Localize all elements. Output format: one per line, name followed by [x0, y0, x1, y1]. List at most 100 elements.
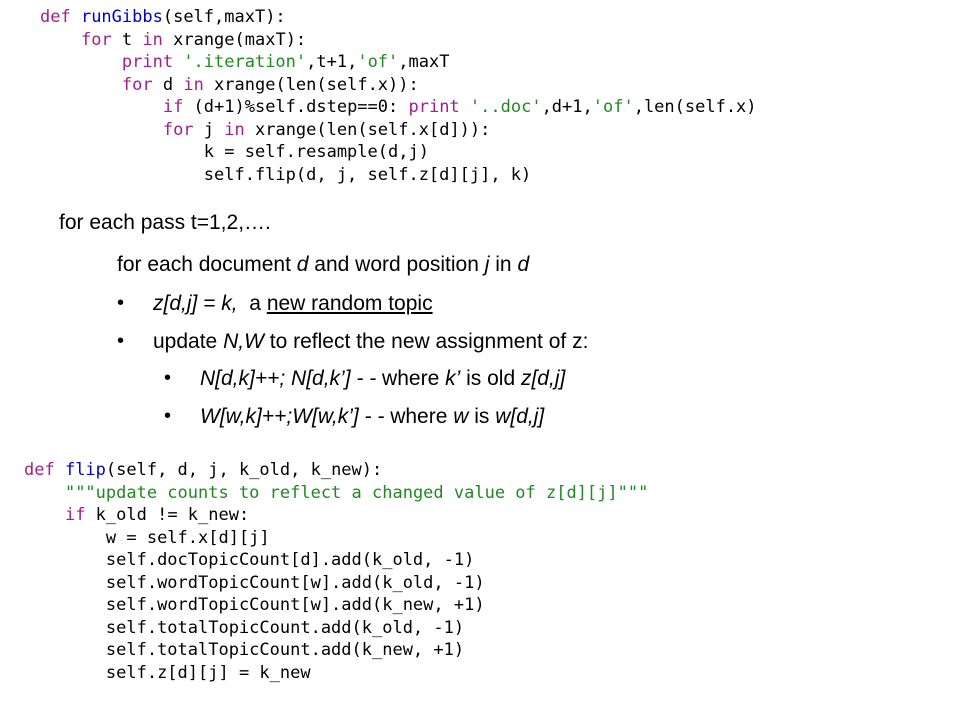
code-keyword: in — [142, 29, 174, 50]
text-segment: update — [153, 330, 224, 353]
code-text: (self,maxT): — [162, 7, 286, 27]
code-indent — [40, 120, 163, 140]
text-segment: is — [468, 405, 496, 428]
sub-bullet-n-update: N[d,k]++; N[d,k’] - - where k’ is old z[… — [200, 368, 565, 389]
bullet-icon: • — [117, 292, 125, 314]
code-text: self.z[d][j] = k_new — [105, 662, 311, 683]
code-text: ,maxT — [398, 52, 450, 72]
code-text: k = self.resample(d,j) — [203, 142, 429, 162]
code-line: self.docTopicCount[d].add(k_old, -1) — [24, 549, 648, 572]
code-indent — [40, 165, 204, 185]
code-keyword: def — [40, 7, 81, 27]
code-text: ,d+1, — [541, 97, 593, 117]
code-function-name: flip — [64, 460, 106, 480]
text-segment: W[w,k]++;W[w,k’] - - — [200, 405, 385, 428]
code-keyword: in — [224, 119, 255, 140]
text-segment: N,W — [223, 330, 264, 353]
text-segment: j — [484, 253, 490, 276]
text-segment: where — [384, 405, 454, 428]
bullet-update-counts: update N,W to reflect the new assignment… — [153, 331, 588, 352]
code-keyword: if — [64, 505, 96, 525]
text-segment: for each document — [117, 253, 297, 276]
code-indent — [24, 640, 106, 660]
text-segment: z[d,j] — [520, 367, 566, 390]
code-line: for t in xrange(maxT): — [40, 29, 757, 52]
code-line: self.flip(d, j, self.z[d][j], k) — [40, 164, 757, 187]
code-indent — [40, 142, 204, 162]
code-line: print '.iteration',t+1,'of',maxT — [40, 51, 757, 74]
code-text: (self, d, j, k_old, k_new): — [105, 460, 383, 480]
code-line: def runGibbs(self,maxT): — [40, 6, 757, 29]
sub-bullet-w-update: W[w,k]++;W[w,k’] - - where w is w[d,j] — [200, 406, 544, 427]
pass-loop-line: for each pass t=1,2,…. — [59, 211, 271, 234]
code-function-name: runGibbs — [80, 7, 163, 27]
code-text: ,t+1, — [306, 52, 358, 72]
text-segment: to reflect the new assignment of z: — [263, 330, 589, 353]
text-segment: N[d,k]++; N[d,k’] - - — [200, 367, 377, 390]
code-line: self.wordTopicCount[w].add(k_old, -1) — [24, 572, 648, 595]
code-keyword: in — [183, 74, 215, 95]
code-indent — [24, 550, 106, 570]
code-string: '.iteration' — [183, 52, 307, 72]
code-text: w = self.x[d][j] — [105, 527, 270, 548]
code-text: self.totalTopicCount.add(k_old, -1) — [105, 617, 465, 638]
code-text: xrange(len(self.x)): — [214, 74, 419, 95]
code-indent — [24, 505, 65, 525]
bullet-icon: • — [164, 367, 172, 389]
code-keyword: def — [24, 460, 65, 480]
text-segment: w[d,j] — [495, 405, 545, 428]
code-text: self.wordTopicCount[w].add(k_new, +1) — [105, 595, 485, 615]
code-keyword: for — [80, 29, 122, 50]
code-text: self.docTopicCount[d].add(k_old, -1) — [105, 550, 475, 570]
code-line: if (d+1)%self.dstep==0: print '..doc',d+… — [40, 96, 757, 119]
text-segment: and word position — [308, 253, 485, 276]
code-text: ,len(self.x) — [633, 97, 757, 117]
text-segment: is old — [460, 367, 521, 390]
code-text: j — [203, 119, 225, 140]
text-segment: z[d,j] = k, — [153, 292, 238, 315]
code-text: xrange(len(self.x[d])): — [254, 119, 491, 140]
text-segment: d — [296, 253, 309, 276]
code-text: d — [162, 74, 184, 95]
code-line: self.wordTopicCount[w].add(k_new, +1) — [24, 594, 648, 617]
code-line: for d in xrange(len(self.x)): — [40, 74, 757, 97]
code-indent — [40, 52, 122, 72]
bullet-icon: • — [164, 405, 172, 427]
code-text: (d+1)%self.dstep==0: — [193, 97, 409, 117]
bullet-assign-topic: z[d,j] = k, a new random topic — [153, 293, 433, 314]
rungibbs-code-block: def runGibbs(self,maxT): for t in xrange… — [40, 6, 757, 186]
code-string: 'of' — [357, 52, 399, 72]
code-line: if k_old != k_new: — [24, 504, 648, 527]
code-docstring: """update counts to reflect a changed va… — [64, 482, 649, 503]
code-indent — [24, 483, 65, 503]
code-indent — [40, 75, 122, 95]
code-line: def flip(self, d, j, k_old, k_new): — [24, 459, 648, 482]
flip-code-block: def flip(self, d, j, k_old, k_new): """u… — [24, 459, 648, 684]
text-segment: d — [517, 253, 530, 276]
code-keyword: for — [162, 119, 204, 140]
code-indent — [40, 97, 163, 117]
text-segment: where — [376, 367, 446, 390]
code-line: w = self.x[d][j] — [24, 527, 648, 550]
text-segment: in — [489, 253, 518, 276]
code-text: k_old != k_new: — [95, 505, 250, 525]
code-indent — [40, 30, 81, 50]
code-line: for j in xrange(len(self.x[d])): — [40, 119, 757, 142]
code-text: self.flip(d, j, self.z[d][j], k) — [203, 164, 532, 185]
code-text: t — [121, 29, 143, 50]
bullet-icon: • — [117, 330, 125, 352]
code-line: k = self.resample(d,j) — [40, 141, 757, 164]
code-indent — [24, 573, 106, 593]
text-segment: a — [237, 292, 267, 315]
document-loop-line: for each document d and word position j … — [117, 254, 529, 275]
text-segment: k’ — [445, 367, 461, 390]
code-indent — [24, 618, 106, 638]
code-line: self.totalTopicCount.add(k_old, -1) — [24, 617, 648, 640]
code-text: self.wordTopicCount[w].add(k_old, -1) — [105, 572, 485, 593]
code-line: self.z[d][j] = k_new — [24, 662, 648, 685]
code-keyword: print — [121, 52, 184, 72]
code-indent — [24, 595, 106, 615]
text-segment: w — [453, 405, 469, 428]
code-line: """update counts to reflect a changed va… — [24, 482, 648, 505]
code-keyword: print — [408, 97, 470, 117]
